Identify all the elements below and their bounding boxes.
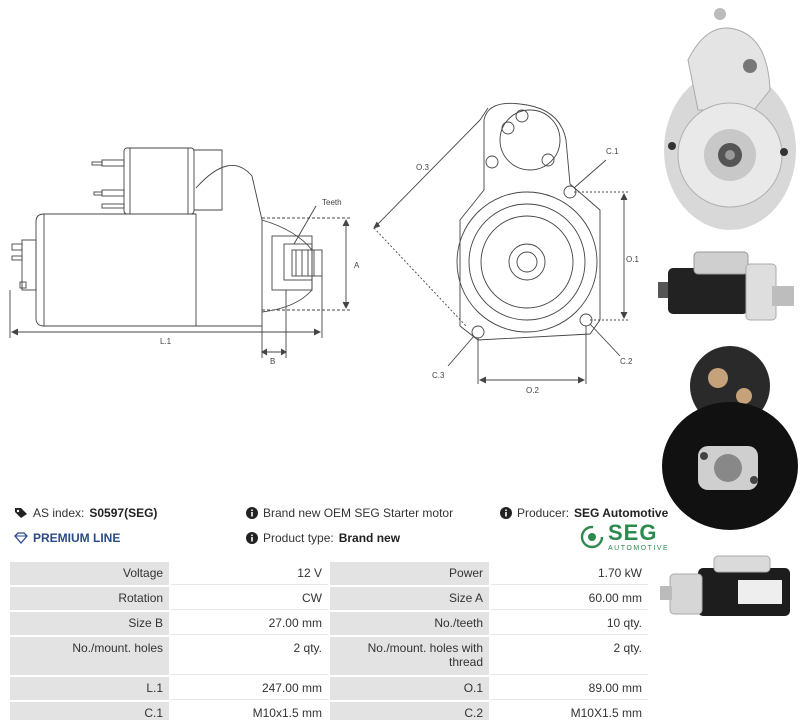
- as-index-label: AS index:: [33, 506, 85, 520]
- product-type: Product type: Brand new: [246, 531, 400, 545]
- spec-value: CW: [171, 587, 328, 610]
- photo-front-view[interactable]: [658, 0, 800, 250]
- spec-value: 10 qty.: [491, 612, 648, 635]
- product-type-value: Brand new: [338, 531, 401, 545]
- as-index: AS index: S0597(SEG): [14, 506, 157, 520]
- spec-value: 1.70 kW: [491, 562, 648, 585]
- brand-description: Brand new OEM SEG Starter motor: [246, 506, 453, 520]
- tag-icon: [15, 508, 27, 518]
- product-info: AS index: S0597(SEG) PREMIUM LINE Brand …: [14, 500, 668, 558]
- spec-label: O.1: [329, 677, 490, 700]
- spec-value: 12 V: [171, 562, 328, 585]
- diamond-icon: [14, 532, 28, 544]
- spec-value: 247.00 mm: [171, 677, 328, 700]
- front-view: [373, 102, 630, 384]
- starter-dimension-drawing: Teeth A L.1 B O.3 C.1 O.1 C.2 C.3 O.2: [9, 102, 639, 395]
- producer-value: SEG Automotive: [574, 506, 669, 520]
- info-icon: [500, 507, 512, 519]
- label-c3: C.3: [432, 371, 445, 380]
- spec-value: M10X1.5 mm: [491, 702, 648, 720]
- seg-logo: SEG AUTOMOTIVE: [580, 522, 669, 552]
- side-view: [9, 147, 352, 358]
- technical-drawing: Teeth A L.1 B O.3 C.1 O.1 C.2 C.3 O.2: [0, 0, 660, 400]
- label-c2: C.2: [620, 357, 633, 366]
- spec-label: No./mount. holes: [10, 637, 170, 675]
- spec-value: 27.00 mm: [171, 612, 328, 635]
- premium-line-label: PREMIUM LINE: [33, 531, 121, 545]
- label-o1: O.1: [626, 255, 639, 264]
- brand-text: Brand new OEM SEG Starter motor: [263, 506, 454, 520]
- spec-value: 2 qty.: [171, 637, 328, 675]
- spec-label: L.1: [10, 677, 170, 700]
- seg-logo-icon: [580, 525, 604, 549]
- producer-label: Producer:: [517, 506, 570, 520]
- seg-logo-text: SEG: [608, 520, 658, 545]
- table-row: Voltage 12 V Power 1.70 kW: [10, 562, 648, 585]
- label-b: B: [270, 357, 275, 366]
- table-row: L.1 247.00 mm O.1 89.00 mm: [10, 677, 648, 700]
- label-o2: O.2: [526, 386, 539, 395]
- spec-label: Power: [329, 562, 490, 585]
- spec-value: 60.00 mm: [491, 587, 648, 610]
- specs-table: Voltage 12 V Power 1.70 kW Rotation CW S…: [8, 560, 650, 720]
- table-row: C.1 M10x1.5 mm C.2 M10X1.5 mm: [10, 702, 648, 720]
- seg-logo-subtext: AUTOMOTIVE: [608, 545, 670, 552]
- spec-value: 89.00 mm: [491, 677, 648, 700]
- spec-label: Voltage: [10, 562, 170, 585]
- product-photos: [658, 0, 800, 720]
- spec-value: M10x1.5 mm: [171, 702, 328, 720]
- label-c1: C.1: [606, 147, 619, 156]
- as-index-value: S0597(SEG): [89, 506, 158, 520]
- producer: Producer: SEG Automotive: [500, 506, 668, 520]
- spec-label: Size B: [10, 612, 170, 635]
- info-icon: [246, 507, 258, 519]
- spec-label: Rotation: [10, 587, 170, 610]
- photo-rear-view[interactable]: [658, 336, 800, 536]
- spec-label: C.1: [10, 702, 170, 720]
- label-a: A: [354, 261, 360, 270]
- label-o3: O.3: [416, 163, 429, 172]
- spec-label: Size A: [329, 587, 490, 610]
- label-teeth: Teeth: [322, 198, 342, 207]
- table-row: Size B 27.00 mm No./teeth 10 qty.: [10, 612, 648, 635]
- photo-label-view[interactable]: [658, 550, 800, 630]
- spec-value: 2 qty.: [491, 637, 648, 675]
- table-row: Rotation CW Size A 60.00 mm: [10, 587, 648, 610]
- photo-side-view[interactable]: [658, 246, 800, 330]
- spec-label: C.2: [329, 702, 490, 720]
- spec-label: No./mount. holes with thread: [329, 637, 490, 675]
- spec-label: No./teeth: [329, 612, 490, 635]
- product-type-label: Product type:: [263, 531, 334, 545]
- info-icon: [246, 532, 258, 544]
- table-row: No./mount. holes 2 qty. No./mount. holes…: [10, 637, 648, 675]
- label-l1: L.1: [160, 337, 172, 346]
- premium-line: PREMIUM LINE: [14, 531, 120, 545]
